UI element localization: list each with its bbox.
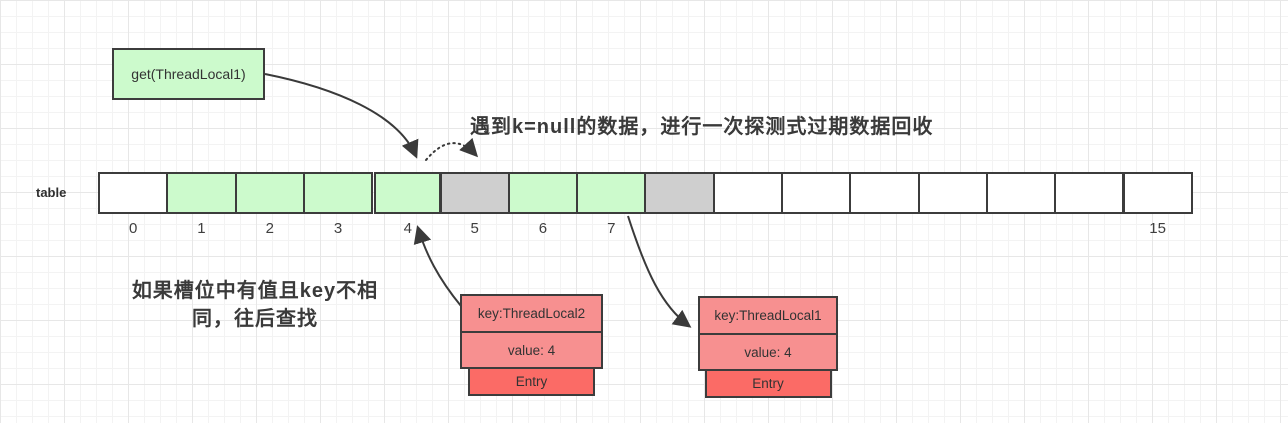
table-slot: 2 bbox=[234, 172, 305, 237]
table-slot-box bbox=[374, 172, 442, 214]
table-slot bbox=[849, 172, 920, 220]
table-slot bbox=[644, 172, 715, 220]
entry-key-row: key:ThreadLocal2 bbox=[460, 294, 603, 333]
table-slot-index: 5 bbox=[470, 220, 479, 237]
table-slot: 15 bbox=[1122, 172, 1193, 237]
table-slot bbox=[1054, 172, 1125, 220]
table-slot bbox=[917, 172, 988, 220]
table-slot-box bbox=[1122, 172, 1193, 214]
table-slot-index: 0 bbox=[128, 220, 138, 237]
table-label: table bbox=[36, 185, 67, 200]
note-line-1: 如果槽位中有值且key不相 bbox=[131, 280, 379, 302]
table-slot-index: 3 bbox=[333, 220, 343, 237]
table-slot-index: 15 bbox=[1149, 220, 1166, 237]
table-slot: 7 bbox=[576, 172, 647, 237]
get-threadlocal1-box: get(ThreadLocal1) bbox=[112, 48, 265, 100]
entry-tag: Entry bbox=[704, 369, 832, 398]
arc-slot4-to-slot5-dotted bbox=[425, 137, 479, 161]
table-slot: 1 bbox=[166, 172, 237, 237]
get-box-label: get(ThreadLocal1) bbox=[131, 66, 246, 82]
table-slot: 4 bbox=[374, 172, 442, 237]
expired-data-cleanup-heading: 遇到k=null的数据，进行一次探测式过期数据回收 bbox=[470, 116, 934, 138]
entry-card-threadlocal2: key:ThreadLocal2 value: 4 Entry bbox=[460, 294, 603, 396]
table-slot: 0 bbox=[98, 172, 169, 237]
table-slot-box bbox=[781, 172, 852, 214]
table-slot-index: 2 bbox=[265, 220, 274, 237]
table-slot-box bbox=[644, 172, 715, 214]
table-slot: 6 bbox=[507, 172, 579, 237]
table-slot-index: 4 bbox=[403, 220, 412, 237]
arrow-get-to-slot4 bbox=[264, 73, 419, 159]
table-slot bbox=[985, 172, 1057, 220]
table-slot bbox=[781, 172, 852, 220]
table-slot-box bbox=[166, 172, 237, 214]
probe-next-slot-note: 如果槽位中有值且key不相 同，往后查找 bbox=[88, 277, 422, 333]
table-slot-box bbox=[98, 172, 169, 214]
table-slot-box bbox=[985, 172, 1057, 214]
table-slot-index: 6 bbox=[538, 220, 548, 237]
table-slot-box bbox=[712, 172, 783, 214]
table-slot-index: 7 bbox=[607, 220, 616, 237]
table-slot-box bbox=[576, 172, 647, 214]
entry-value-row: value: 4 bbox=[698, 333, 838, 371]
table-slot-box bbox=[507, 172, 579, 214]
table-slot bbox=[712, 172, 783, 220]
entry-card-threadlocal1: key:ThreadLocal1 value: 4 Entry bbox=[698, 296, 838, 398]
table-slot-index: 1 bbox=[197, 220, 206, 237]
table-slot-box bbox=[439, 172, 510, 214]
table-slot-box bbox=[849, 172, 920, 214]
entry-key-row: key:ThreadLocal1 bbox=[698, 296, 838, 335]
table-slot: 3 bbox=[302, 172, 374, 237]
note-line-2: 同，往后查找 bbox=[192, 308, 318, 330]
table-slot-box bbox=[234, 172, 305, 214]
table-slot-box bbox=[917, 172, 988, 214]
entry-value-row: value: 4 bbox=[460, 331, 603, 369]
table-slot-box bbox=[1054, 172, 1125, 214]
table-slot-box bbox=[302, 172, 374, 214]
table-slot: 5 bbox=[439, 172, 510, 237]
arrow-entry-threadlocal2-to-slot4 bbox=[413, 225, 462, 307]
entry-tag: Entry bbox=[468, 367, 595, 396]
